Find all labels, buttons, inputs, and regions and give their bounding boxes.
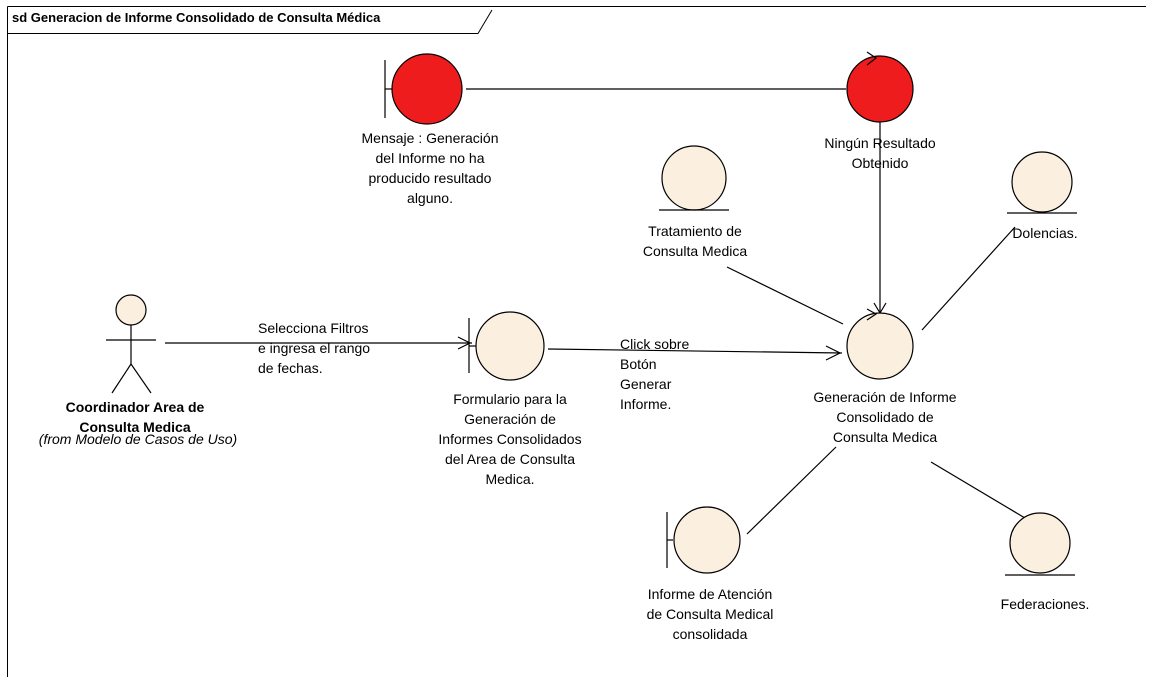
label-generacion: Generación de Informe Consolidado de Con… (785, 387, 985, 447)
label-line: Consolidado de (836, 409, 934, 425)
message-line: e ingresa el rango (258, 340, 371, 356)
link-generacion-federaciones (930, 461, 1031, 522)
label-line: Federaciones. (1000, 596, 1090, 612)
control-generacion-icon[interactable] (846, 308, 914, 380)
arrow-head-click (825, 345, 842, 361)
label-line: Consulta Medica (642, 243, 748, 259)
actor-name: Coordinador Area de Consulta Medica (45, 397, 225, 437)
message-line: Informe. (620, 396, 672, 412)
label-line: Informes Consolidados (438, 431, 582, 447)
message-line: de fechas. (258, 360, 323, 376)
entity-dolencias-icon[interactable] (1007, 151, 1077, 214)
label-tratamiento: Tratamiento de Consulta Medica (610, 221, 780, 261)
label-formulario: Formulario para la Generación de Informe… (410, 389, 610, 489)
label-line: consolidada (672, 626, 748, 642)
label-line: Formulario para la (453, 391, 567, 407)
label-line: Dolencias. (1012, 225, 1078, 241)
label-line: Consulta Medica (832, 429, 938, 445)
entity-federaciones-icon[interactable] (1005, 512, 1075, 576)
link-dolencias-generacion (921, 226, 1016, 331)
actor-from: (from Modelo de Casos de Uso) (38, 431, 238, 447)
label-informe: Informe de Atención de Consulta Medical … (610, 584, 810, 644)
actor-name-line: Coordinador Area de (65, 399, 205, 415)
label-line: del Area de Consulta (445, 451, 575, 467)
label-line: Ningún Resultado (824, 135, 936, 151)
message-click: Click sobre Botón Generar Informe. (620, 334, 720, 414)
label-line: Obtenido (851, 155, 909, 171)
message-line: Botón (620, 356, 657, 372)
label-line: alguno. (407, 190, 453, 206)
diagram-title: sd Generacion de Informe Consolidado de … (12, 10, 381, 25)
control-ningun-icon[interactable] (846, 51, 914, 123)
label-line: producido resultado (368, 170, 492, 186)
actor-figure-icon (106, 294, 156, 394)
label-line: de Consulta Medical (646, 606, 774, 622)
entity-tratamiento-icon[interactable] (659, 145, 729, 211)
message-line: Click sobre (620, 336, 690, 352)
label-dolencias: Dolencias. (990, 223, 1100, 243)
label-line: Tratamiento de (648, 223, 742, 239)
link-tratamiento-generacion (726, 266, 844, 325)
label-line: Mensaje : Generación (361, 130, 499, 146)
label-line: del Informe no ha (375, 150, 485, 166)
message-selecciona: Selecciona Filtros e ingresa el rango de… (258, 318, 408, 378)
label-line: Generación de Informe (813, 389, 957, 405)
connections (165, 88, 1031, 535)
arrow-head-selecciona (457, 336, 472, 350)
label-line: Generación de (464, 411, 556, 427)
label-line: Informe de Atención (647, 586, 773, 602)
label-line: Medica. (485, 471, 535, 487)
diagram-frame (7, 6, 1146, 677)
message-line: Generar (620, 376, 672, 392)
boundary-mensaje-icon[interactable] (384, 53, 463, 125)
label-ningun: Ningún Resultado Obtenido (790, 133, 970, 173)
link-formulario-generacion (547, 348, 843, 354)
label-federaciones: Federaciones. (980, 594, 1110, 614)
message-line: Selecciona Filtros (258, 320, 369, 336)
link-generacion-informe (746, 446, 837, 535)
boundary-informe-icon[interactable] (666, 506, 741, 574)
frame-title-tab (7, 9, 493, 34)
label-mensaje: Mensaje : Generación del Informe no ha p… (320, 128, 540, 208)
boundary-formulario-icon[interactable] (468, 311, 545, 381)
actor-name-line: Consulta Medica (79, 419, 191, 435)
